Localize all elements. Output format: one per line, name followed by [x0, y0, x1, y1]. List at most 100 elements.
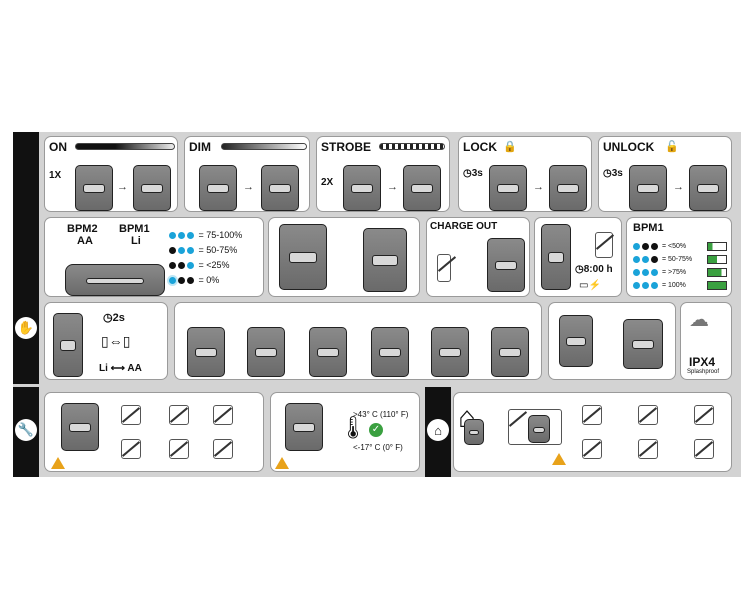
card-bpm1-charge: BPM1 = <50% = 50-75% = >75% = 100% [626, 217, 732, 297]
card-maintenance [44, 392, 264, 472]
strobe-title: STROBE [321, 140, 372, 154]
phone-icon [437, 254, 451, 282]
lantern-charge-cable [363, 228, 407, 292]
card-battery-swap: ◷2s ▯⇔▯ Li ⟷ AA [44, 302, 168, 380]
card-temperature: 🌡 >43° C (110° F) ✓ <-17° C (0° F) [270, 392, 420, 472]
sidebar-maintenance: 🔧 [13, 387, 39, 477]
card-on: ON 1X → [44, 136, 178, 212]
no-cold-icon [638, 405, 658, 425]
wrench-icon: 🔧 [15, 419, 37, 441]
level-row-1: = 75-100% [169, 228, 242, 243]
no-burn-icon [213, 439, 233, 459]
lantern-charge [279, 224, 327, 290]
battery-charging-icon: ▭⚡ [579, 280, 601, 291]
strobe-bar [379, 143, 445, 150]
lantern-dim-after [261, 165, 299, 211]
lantern-step-6 [491, 327, 529, 377]
lantern-on-before [75, 165, 113, 211]
lantern-lock-before [489, 165, 527, 211]
lock-time: 3s [471, 168, 483, 179]
warning-icon [275, 457, 289, 469]
lantern-usb [487, 238, 525, 292]
arrow-right-icon: → [243, 181, 254, 193]
lantern-transport [528, 415, 550, 443]
lantern-strobe-after [403, 165, 441, 211]
lantern-hook [559, 315, 593, 367]
lantern-unlock-before [629, 165, 667, 211]
lantern-strobe-before [343, 165, 381, 211]
strobe-count: 2X [321, 177, 334, 188]
truck-icon [508, 409, 562, 445]
lock-icon: 🔒 [503, 141, 517, 153]
arrow-right-icon: → [673, 181, 684, 193]
on-title: ON [49, 140, 67, 154]
card-unlock: UNLOCK 🔓 ◷3s → [598, 136, 732, 212]
battery-25-icon [707, 242, 727, 251]
dim-title: DIM [189, 140, 211, 154]
pack-right-type: Li [131, 235, 141, 247]
bpm1-level-3: = >75% [633, 266, 729, 279]
bpm1-level-legend: = <50% = 50-75% = >75% = 100% [633, 240, 729, 292]
lantern-maintenance [61, 403, 99, 451]
battery-50-icon [707, 255, 727, 264]
lantern-hanging [623, 319, 663, 369]
temp-high: >43° C (110° F) [353, 410, 409, 419]
battery-75-icon [707, 268, 727, 277]
no-chemicals-icon [169, 439, 189, 459]
swap-arrows-icon: ▯⇔▯ [101, 333, 131, 349]
lock-title: LOCK [463, 140, 497, 154]
bpm1-title: BPM1 [633, 222, 664, 234]
pack-left-type: AA [77, 235, 93, 247]
card-hanging [548, 302, 676, 380]
no-fire-icon [213, 405, 233, 425]
unlock-time: 3s [611, 168, 623, 179]
bpm1-level-2: = 50-75% [633, 253, 729, 266]
on-count: 1X [49, 170, 62, 181]
unlock-icon: 🔓 [665, 141, 679, 153]
hand-icon: ✋ [15, 317, 37, 339]
battery-full-icon [707, 281, 727, 290]
lantern-step-3 [309, 327, 347, 377]
lantern-storage [464, 419, 484, 445]
card-strobe: STROBE 2X → [316, 136, 450, 212]
temp-low: <-17° C (0° F) [353, 443, 403, 452]
bpm1-level-1: = <50% [633, 240, 729, 253]
warning-icon [51, 457, 65, 469]
card-storage: ⌂ [453, 392, 732, 472]
lantern-step-4 [371, 327, 409, 377]
card-ipx: ☁ IPX4 Splashproof [680, 302, 732, 380]
clock-icon: ◷ [575, 264, 584, 275]
no-tools-icon [121, 439, 141, 459]
no-chemical-storage-icon [638, 439, 658, 459]
battery-pack-illustration [65, 264, 165, 296]
pack-left-name: BPM2 [67, 223, 98, 235]
ipx-rating: IPX4 [689, 355, 716, 369]
lantern-open [53, 313, 83, 377]
swap-label: Li ⟷ AA [99, 363, 142, 374]
card-charge-time: ◷8:00 h ▭⚡ [534, 217, 622, 297]
warning-icon [552, 453, 566, 465]
no-heat-icon [169, 405, 189, 425]
lantern-on-after [133, 165, 171, 211]
arrow-right-icon: → [387, 181, 398, 193]
clock-icon: ◷ [603, 168, 612, 179]
sidebar-operation: ✋ [13, 132, 39, 384]
rain-cloud-icon: ☁ [689, 309, 709, 331]
unlock-time-label: ◷3s [603, 168, 623, 179]
swap-time: 2s [112, 312, 125, 324]
lantern-dim-before [199, 165, 237, 211]
dim-bar [221, 143, 307, 150]
clock-icon: ◷ [463, 168, 472, 179]
lantern-temperature [285, 403, 323, 451]
lock-time-label: ◷3s [463, 168, 483, 179]
no-flame-icon [694, 405, 714, 425]
sidebar-storage: ⌂ [425, 387, 451, 477]
level-row-2: = 50-75% [169, 243, 242, 258]
lantern-step-2 [247, 327, 285, 377]
card-dim: DIM → [184, 136, 310, 212]
level-row-3: = <25% [169, 258, 242, 273]
pack-right-name: BPM1 [119, 223, 150, 235]
on-bar [75, 143, 175, 150]
house-icon: ⌂ [427, 419, 449, 441]
battery-level-legend: = 75-100% = 50-75% = <25% = 0% [169, 228, 242, 288]
